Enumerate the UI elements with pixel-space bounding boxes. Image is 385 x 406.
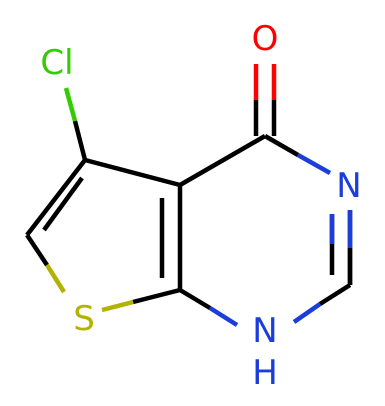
bond-c7a-s-black (132, 287, 181, 305)
bond-c5-cl-colored (63, 87, 78, 122)
bond-c6-c6-inner (42, 176, 84, 232)
bond-c4-n3-black (263, 134, 300, 157)
bond-c7a-n1-colored (208, 306, 239, 327)
bond-c6-s-black (25, 233, 49, 267)
bond-c7a-n1-black (178, 288, 212, 310)
bond-c4-n3-colored (296, 153, 332, 175)
atom-labels: Cl O N S N H (40, 19, 361, 393)
ring-nitrogen-label: N (336, 166, 361, 206)
chlorine-label: Cl (40, 43, 73, 83)
bond-c5-c6 (25, 158, 87, 237)
nh-nitrogen-label: N (252, 311, 277, 351)
bond-c2-n1-colored (292, 302, 322, 324)
bond-c6-s-colored (45, 263, 66, 294)
nh-hydrogen-label: H (252, 353, 278, 393)
sulfur-label: S (73, 299, 95, 339)
bonds (25, 100, 353, 310)
oxygen-label: O (252, 19, 279, 59)
bond-c5-c5a (84, 157, 181, 188)
bond-c7a-s-colored (101, 299, 134, 313)
bond-c5a-c4 (178, 134, 267, 187)
heteroatom-bonds (45, 64, 353, 327)
bond-c2-n1-black (318, 283, 352, 306)
bond-c5-cl-black (72, 120, 88, 161)
